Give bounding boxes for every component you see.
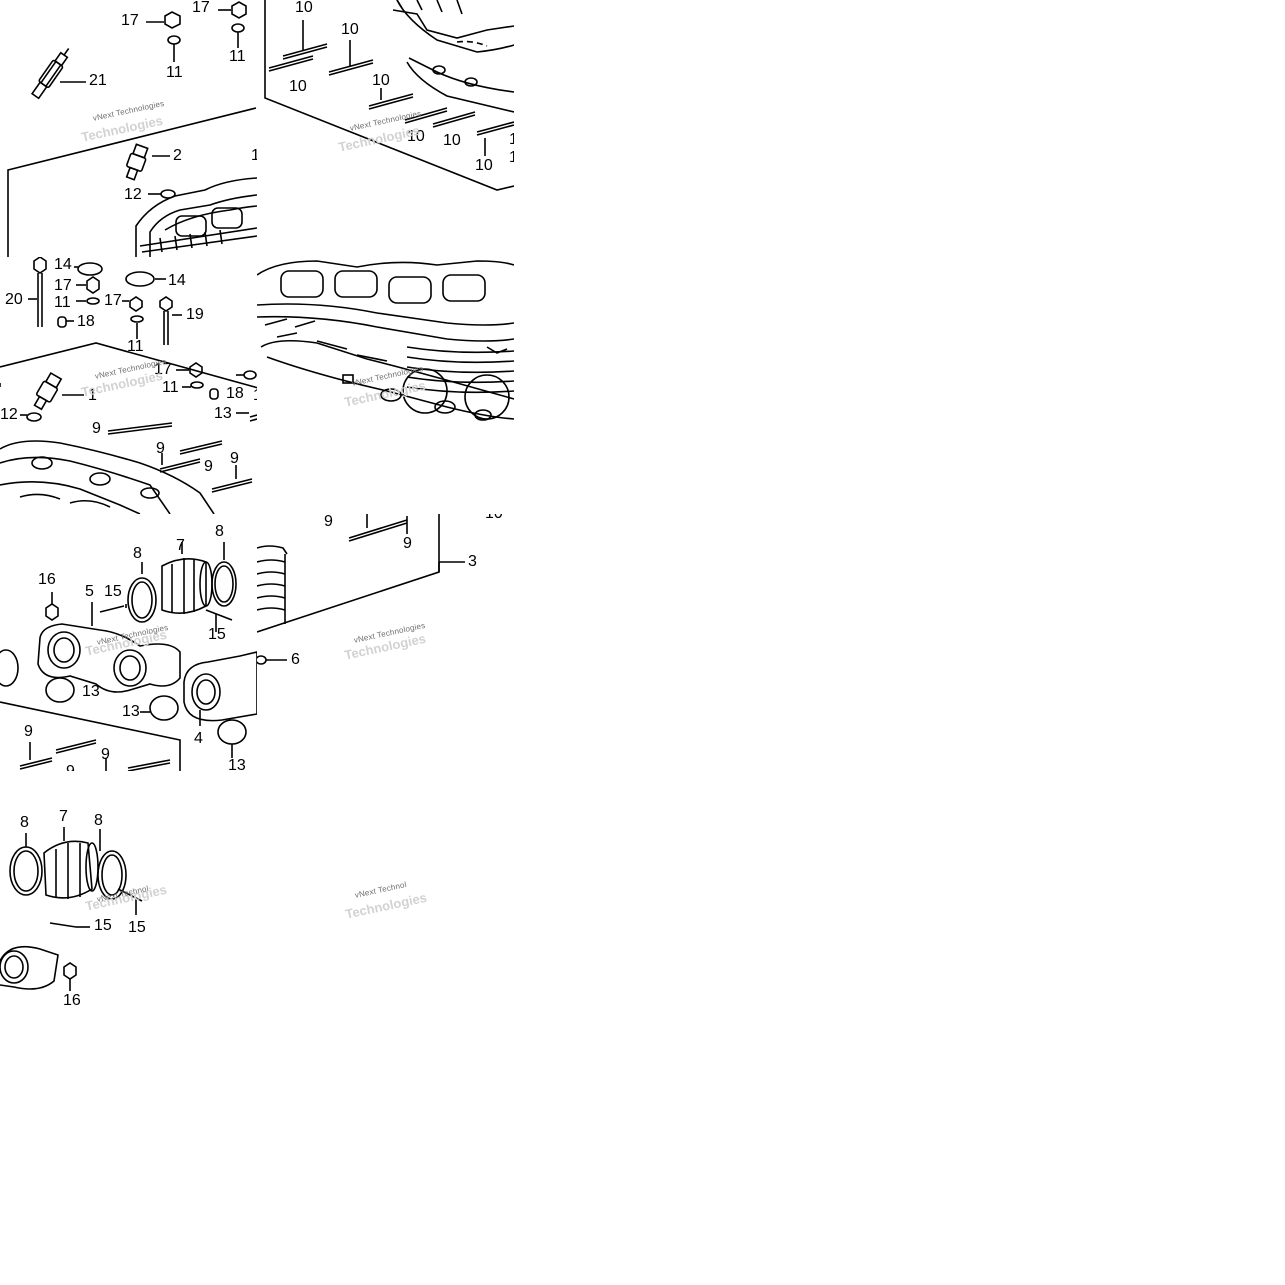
callout-17-b: 17 xyxy=(104,292,122,309)
callout-21: 21 xyxy=(89,72,107,89)
callout-17-c: 17 xyxy=(154,361,172,378)
callout-10-edge: 10 xyxy=(485,514,503,522)
callout-19: 19 xyxy=(186,306,204,323)
callout-10-h: 10 xyxy=(509,131,514,148)
spark-plug-part xyxy=(30,48,70,100)
diagram-tile-cylinder-base: 9 9 3 6 10 Technologies vNext Technologi… xyxy=(257,514,514,771)
callout-5: 5 xyxy=(85,583,94,600)
callout-9-a: 9 xyxy=(24,723,33,740)
callout-17-a: 17 xyxy=(54,277,72,294)
callout-4: 4 xyxy=(194,730,203,747)
callout-16: 16 xyxy=(63,992,81,1009)
callout-10-c: 10 xyxy=(289,78,307,95)
callout-9-c: 9 xyxy=(66,764,75,772)
callout-10-d: 10 xyxy=(372,72,390,89)
diagram-tile-head-bolts: 14 14 20 17 11 17 19 18 11 17 11 18 12 1… xyxy=(0,257,257,514)
parts-drawing xyxy=(264,0,514,191)
fitting-part xyxy=(125,143,149,181)
callout-10-a: 10 xyxy=(295,0,313,16)
callout-11-c: 11 xyxy=(162,379,179,396)
diagram-tile-insulator-detail: 8 7 8 15 15 16 Technologies vNext Techno… xyxy=(0,771,514,1028)
callout-8-b: 8 xyxy=(215,523,224,540)
parts-drawing xyxy=(0,827,143,991)
callout-11-b: 11 xyxy=(127,338,144,355)
callout-8-b: 8 xyxy=(94,812,103,829)
parts-drawing xyxy=(7,1,257,257)
callout-1-edge: 1 xyxy=(251,147,257,164)
callout-15-a: 15 xyxy=(94,917,112,934)
callout-11-a: 11 xyxy=(166,64,183,81)
callout-17-b: 17 xyxy=(192,0,210,16)
callout-1-edge: 1 xyxy=(509,149,514,166)
callout-17: 17 xyxy=(257,322,258,338)
callout-11-b: 11 xyxy=(229,48,246,65)
callout-15-b: 15 xyxy=(208,626,226,643)
parts-drawing xyxy=(257,514,465,665)
callout-18-a: 18 xyxy=(77,313,95,330)
parts-drawing xyxy=(0,542,257,771)
callout-6: 6 xyxy=(291,651,300,668)
callout-13-b: 13 xyxy=(122,703,140,720)
callout-14-a: 14 xyxy=(54,257,72,273)
callout-12: 12 xyxy=(0,406,18,423)
callout-9-b: 9 xyxy=(156,440,165,457)
callout-8-a: 8 xyxy=(20,814,29,831)
callout-10-g: 10 xyxy=(475,157,493,174)
callout-9-d: 9 xyxy=(230,450,239,467)
diagram-tile-cylinder-head: 17 Technologies vNext Technologies xyxy=(257,257,514,514)
callout-15-b: 15 xyxy=(128,919,146,936)
diagram-tile-head-studs: 10 10 10 10 10 10 10 10 10 1 Technologie… xyxy=(257,0,514,257)
callout-18-b: 18 xyxy=(226,385,244,402)
callout-8-a: 8 xyxy=(133,545,142,562)
callout-10-e: 10 xyxy=(407,128,425,145)
callout-2: 2 xyxy=(173,147,182,164)
callout-9-b: 9 xyxy=(403,535,412,552)
callout-10-b: 10 xyxy=(341,21,359,38)
callout-15-a: 15 xyxy=(104,583,122,600)
callout-1: 1 xyxy=(88,387,97,404)
diagram-tile-cylinder-head-upper-left: 17 17 11 11 21 2 12 1 Technologies vNext… xyxy=(0,0,257,257)
callout-7: 7 xyxy=(176,537,185,554)
callout-16: 16 xyxy=(38,571,56,588)
callout-12: 12 xyxy=(124,186,142,203)
callout-9-b: 9 xyxy=(101,746,110,763)
callout-13-c: 13 xyxy=(228,757,246,772)
callout-9-c: 9 xyxy=(204,458,213,475)
callout-7: 7 xyxy=(59,808,68,825)
callout-13-a: 13 xyxy=(82,683,100,700)
callout-13: 13 xyxy=(214,405,232,422)
callout-14-b: 14 xyxy=(168,272,186,289)
diagram-tile-intake-manifold: 8 7 8 16 15 5 15 13 13 4 13 9 9 9 6 Tech… xyxy=(0,514,257,771)
parts-drawing xyxy=(0,257,257,514)
callout-10: 10 xyxy=(253,388,257,404)
callout-20: 20 xyxy=(5,291,23,308)
parts-drawing xyxy=(257,260,514,421)
callout-10-f: 10 xyxy=(443,132,461,149)
callout-17-a: 17 xyxy=(121,12,139,29)
callout-3: 3 xyxy=(468,553,477,570)
callout-11-a: 11 xyxy=(54,294,71,311)
callout-9-a: 9 xyxy=(92,420,101,437)
callout-9-a: 9 xyxy=(324,514,333,530)
